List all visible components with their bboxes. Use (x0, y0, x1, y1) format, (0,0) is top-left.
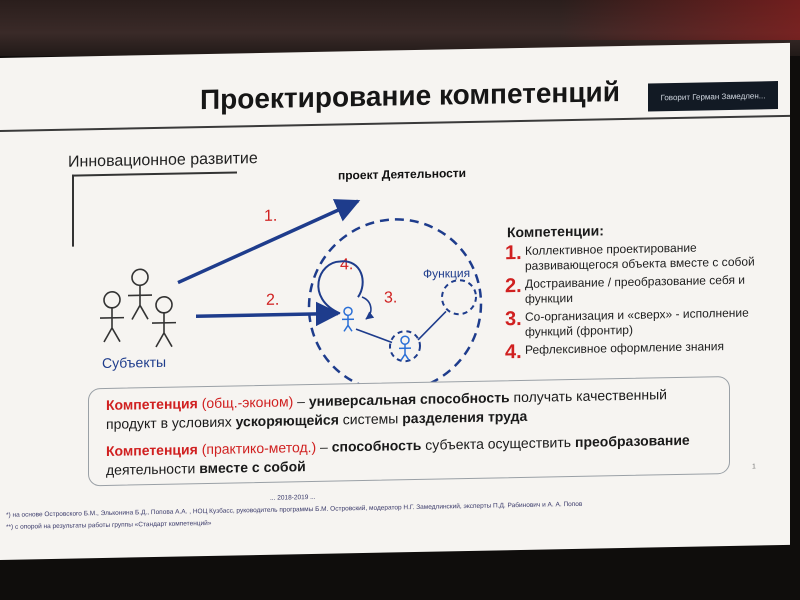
arrow-2-label: 2. (266, 292, 279, 309)
presentation-slide: Проектирование компетенций Говорит Герма… (0, 42, 790, 560)
link-1-2 (355, 328, 393, 344)
sub-circle-2 (389, 330, 421, 363)
page-number: 1 (752, 463, 756, 471)
def2-part2: субъекта осуществить (421, 433, 575, 453)
item-number: 4. (505, 340, 522, 364)
def1-part5: разделения труда (402, 407, 528, 427)
arrow-2 (196, 301, 341, 327)
competency-diagram: проект Деятельности 1. 2. 3. 4. Функция … (100, 166, 483, 393)
link-2-3 (417, 310, 447, 341)
list-item: 3. Со-организация и «сверх» - исполнение… (505, 305, 775, 340)
def2-qualifier: (практико-метод.) (201, 438, 317, 458)
list-item: 2. Достраивание / преобразование себя и … (505, 272, 775, 307)
def1-qualifier: (общ.-эконом) (201, 393, 294, 412)
list-item: 1. Коллективное проектирование развивающ… (505, 239, 775, 274)
subjects-label: Субъекты (102, 354, 166, 371)
item-number: 1. (505, 241, 522, 265)
list-item: 4. Рефлексивное оформление знания (505, 338, 775, 364)
def2-part1: способность (331, 436, 422, 455)
item-text: Коллективное проектирование развивающего… (525, 240, 755, 273)
item-text: Достраивание / преобразование себя и фун… (525, 272, 745, 306)
def2-part3: преобразование (574, 431, 690, 450)
background-light (560, 0, 800, 40)
def2-term: Компетенция (106, 441, 198, 459)
arrow-1 (177, 199, 361, 285)
loop-4-label: 4. (340, 256, 353, 273)
def2-part4: деятельности (106, 460, 200, 478)
project-label: проект Деятельности (338, 166, 466, 182)
item-number: 2. (505, 274, 522, 298)
function-circle (441, 279, 477, 316)
loop-arrow (361, 296, 375, 320)
def2-dash: – (316, 438, 332, 455)
def1-term: Компетенция (106, 395, 198, 413)
loop-3-label: 3. (384, 289, 397, 306)
item-number: 3. (505, 307, 522, 331)
subjects-group (100, 268, 176, 348)
def1-part4: системы (338, 410, 403, 428)
competencies-list: 1. Коллективное проектирование развивающ… (505, 239, 775, 365)
def1-dash: – (293, 393, 309, 410)
function-label: Функция (423, 266, 470, 281)
inner-figure-2 (399, 335, 411, 361)
inner-figure-1 (342, 306, 354, 332)
reflection-loop (317, 260, 364, 315)
project-circle (307, 218, 483, 393)
def1-part1: универсальная способность (308, 389, 510, 410)
arrow-1-label: 1. (264, 208, 277, 225)
competencies-heading: Компетенции: (507, 222, 604, 241)
def1-part3: ускоряющейся (235, 411, 339, 430)
item-text: Со-организация и «сверх» - исполнение фу… (525, 305, 749, 339)
footnote-top: ... 2018-2019 ... (270, 493, 316, 502)
item-text: Рефлексивное оформление знания (525, 339, 724, 357)
def2-part5: вместе с собой (199, 458, 306, 477)
